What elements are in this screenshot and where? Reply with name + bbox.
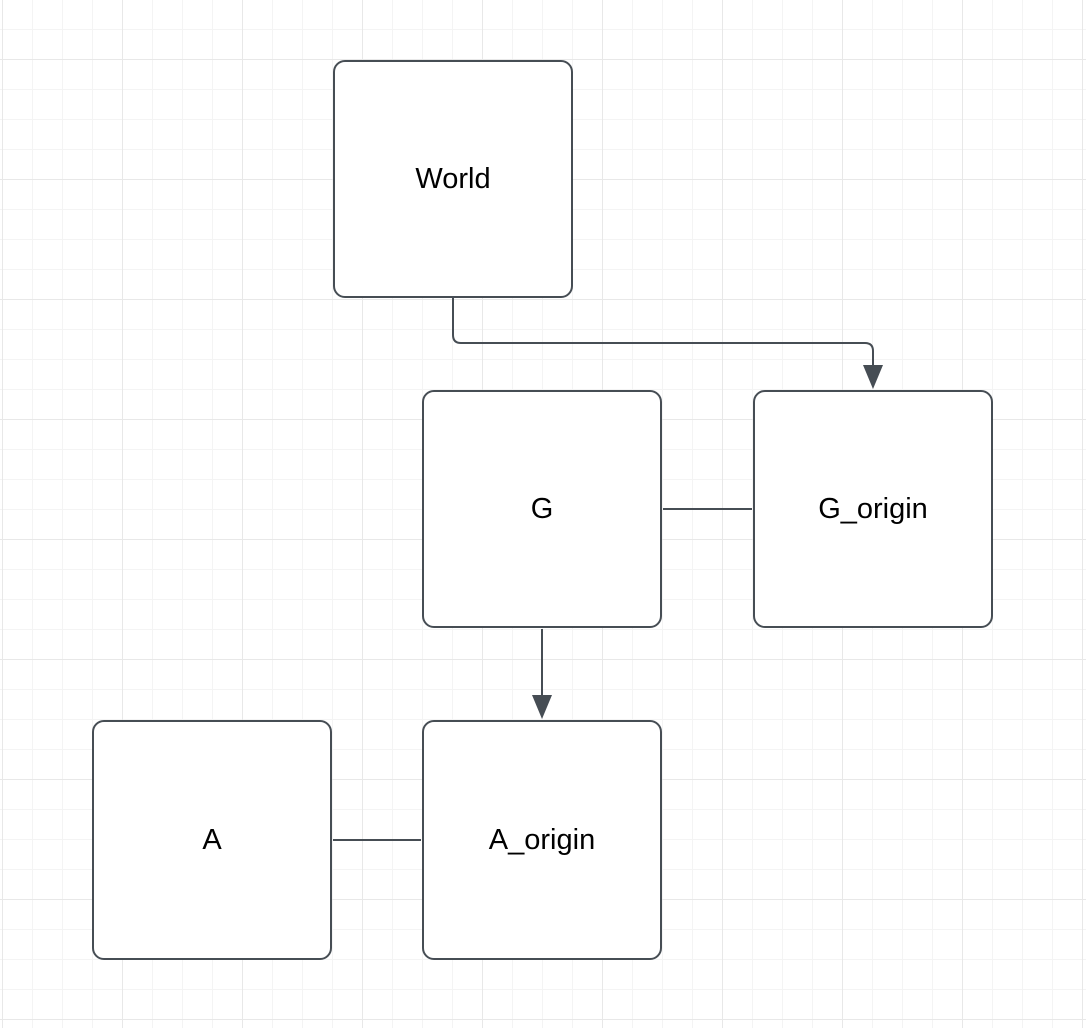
node-g-origin[interactable]: G_origin [753,390,993,628]
node-a-label: A [202,823,222,856]
node-g[interactable]: G [422,390,662,628]
edge-world-to-g-origin[interactable] [452,298,883,389]
arrowhead-down-icon [532,695,552,719]
node-a-origin-label: A_origin [488,823,596,856]
arrowhead-down-icon [863,365,883,389]
node-g-origin-label: G_origin [818,492,928,525]
node-a[interactable]: A [92,720,332,960]
node-a-origin[interactable]: A_origin [422,720,662,960]
node-g-label: G [530,492,554,525]
node-world[interactable]: World [333,60,573,298]
edge-g-to-a-origin[interactable] [532,629,552,719]
node-world-label: World [415,162,491,195]
